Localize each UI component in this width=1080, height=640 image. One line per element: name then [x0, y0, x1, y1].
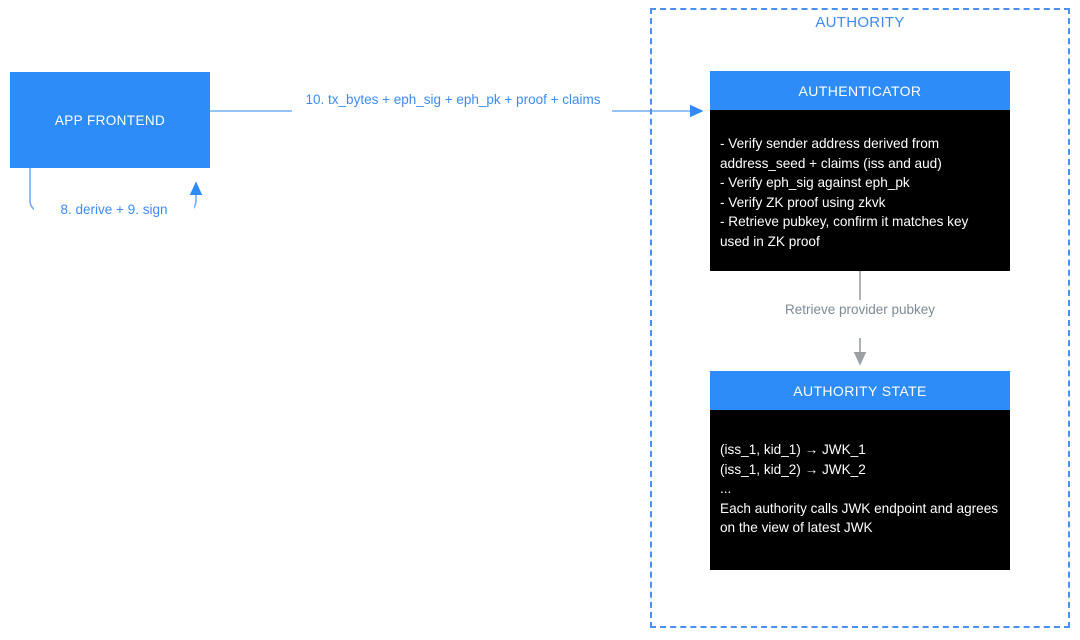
authenticator-line: - Verify ZK proof using zkvk: [720, 194, 886, 210]
node-authority-state-body: (iss_1, kid_1) → JWK_1 (iss_1, kid_2) → …: [710, 410, 1010, 570]
authenticator-line: - Verify sender address derived from add…: [720, 136, 943, 171]
authority-state-line: (iss_1, kid_1) → JWK_1: [720, 442, 866, 457]
node-app-frontend-label: APP FRONTEND: [54, 112, 166, 128]
authority-state-line: ...: [720, 481, 732, 496]
authority-state-line: Each authority calls JWK endpoint and ag…: [720, 500, 1002, 536]
authority-group-label: AUTHORITY: [815, 14, 905, 31]
authority-group-container: [650, 8, 1070, 628]
edge-label-frontend-to-authenticator: 10. tx_bytes + eph_sig + eph_pk + proof …: [288, 90, 618, 109]
authenticator-line: - Retrieve pubkey, confirm it matches ke…: [720, 214, 973, 249]
node-authenticator-body: - Verify sender address derived from add…: [710, 110, 1010, 271]
authenticator-line: - Verify eph_sig against eph_pk: [720, 175, 910, 190]
node-app-frontend[interactable]: APP FRONTEND: [10, 72, 210, 168]
node-authority-state-header: AUTHORITY STATE: [710, 371, 1010, 410]
edge-label-frontend-self-loop: 8. derive + 9. sign: [34, 200, 194, 219]
authority-state-line: (iss_1, kid_2) → JWK_2: [720, 461, 866, 477]
edge-label-authenticator-to-state: Retrieve provider pubkey: [770, 300, 950, 319]
node-authenticator[interactable]: AUTHENTICATOR - Verify sender address de…: [710, 71, 1010, 271]
node-authority-state[interactable]: AUTHORITY STATE (iss_1, kid_1) → JWK_1 (…: [710, 371, 1010, 570]
node-authenticator-header: AUTHENTICATOR: [710, 71, 1010, 110]
